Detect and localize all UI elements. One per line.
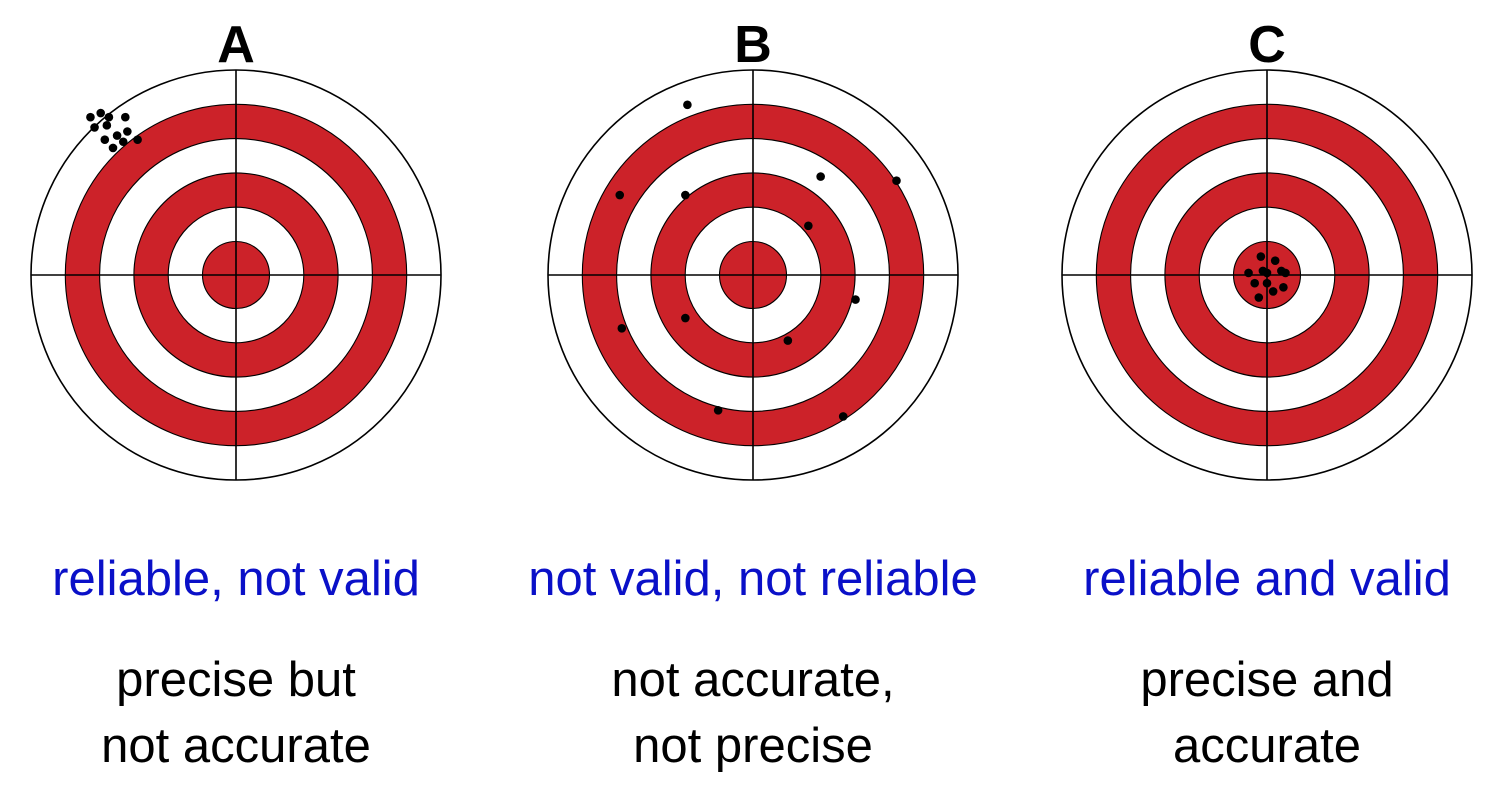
shot-mark (1262, 268, 1272, 278)
shot-mark (90, 123, 99, 132)
shot-mark (123, 127, 132, 136)
shot-mark (121, 112, 130, 122)
shot-mark (851, 295, 860, 304)
shot-mark (816, 172, 825, 181)
shot-mark (1270, 256, 1280, 265)
validity-label: reliable and valid (1083, 552, 1451, 606)
shot-cluster (615, 100, 901, 421)
panel-letter: C (1248, 16, 1286, 74)
accuracy-label-line2: not precise (633, 719, 873, 773)
shot-mark (118, 137, 128, 147)
shot-mark (783, 336, 793, 345)
shot-mark (713, 406, 723, 415)
validity-label: not valid, not reliable (528, 552, 977, 606)
shot-mark (617, 324, 627, 333)
shot-mark (1268, 287, 1278, 296)
shot-mark (681, 313, 690, 323)
shot-mark (615, 190, 625, 200)
accuracy-label-line1: precise and (1140, 653, 1393, 707)
shot-mark (112, 131, 122, 140)
shot-mark (683, 100, 692, 110)
shot-mark (1254, 293, 1264, 302)
accuracy-label-line2: accurate (1173, 719, 1361, 773)
shot-mark (804, 221, 813, 231)
shot-mark (838, 412, 848, 421)
accuracy-label-line1: not accurate, (611, 653, 894, 707)
shot-mark (86, 112, 95, 122)
accuracy-label-line2: not accurate (101, 719, 371, 773)
shot-mark (100, 135, 110, 144)
panel-letter: B (734, 16, 772, 74)
shot-cluster (86, 108, 142, 153)
shot-mark (1256, 252, 1266, 261)
validity-label: reliable, not valid (52, 552, 420, 606)
shot-mark (892, 176, 901, 185)
shot-mark (108, 143, 118, 153)
shot-mark (1262, 278, 1272, 288)
shot-cluster (1244, 252, 1290, 302)
shot-mark (1244, 268, 1253, 278)
shot-mark (1281, 268, 1290, 278)
panel-letter: A (217, 16, 255, 74)
shot-mark (133, 135, 142, 144)
shot-mark (96, 108, 105, 118)
accuracy-label-line1: precise but (116, 653, 356, 707)
shot-mark (102, 121, 112, 130)
shot-mark (104, 112, 114, 122)
shot-mark (1279, 283, 1288, 292)
shot-mark (681, 190, 690, 200)
shot-mark (1250, 278, 1259, 288)
